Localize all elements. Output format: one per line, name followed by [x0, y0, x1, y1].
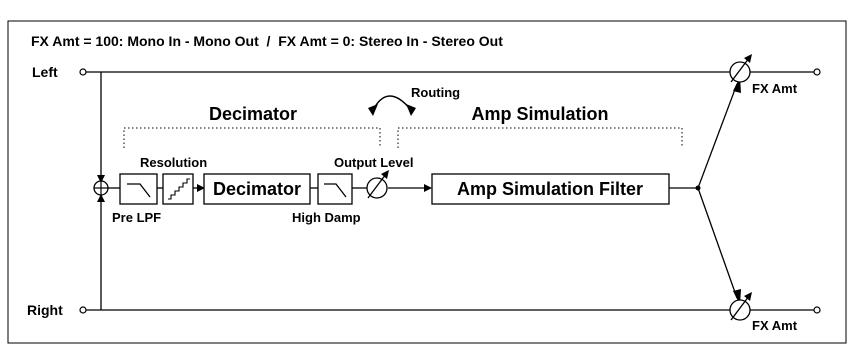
split-to-bottom: [697, 187, 738, 299]
right-feed-arrowhead: [97, 194, 105, 202]
diagram-frame: [7, 20, 847, 344]
fx-amt-gain-top: [729, 54, 752, 83]
amp-simulation-filter-block: Amp Simulation Filter: [431, 173, 670, 205]
right-input-terminal: [79, 306, 87, 314]
high-damp-block: [317, 173, 353, 205]
fx-amt-top-label: FX Amt: [752, 81, 798, 96]
variable-gain-icon: [730, 295, 750, 321]
split-to-top: [697, 83, 738, 189]
decimator-section-label: Decimator: [209, 104, 297, 124]
routing-swap-arrow-icon: [368, 95, 416, 116]
pre-lpf-block: [119, 173, 158, 205]
staircase-quantize-icon: [168, 178, 190, 200]
amp-simulation-filter-label: Amp Simulation Filter: [457, 179, 643, 199]
resolution-block: [162, 173, 194, 205]
decimator-block: Decimator: [203, 173, 311, 205]
decimator-block-label: Decimator: [213, 179, 301, 199]
pre-lpf-label: Pre LPF: [112, 210, 161, 225]
output-terminal-icon: [813, 306, 821, 314]
right-input-label: Right: [27, 302, 63, 318]
amp-simulation-section-label: Amp Simulation: [471, 104, 608, 124]
variable-gain-icon: [367, 173, 387, 199]
decimator-section-bracket: [123, 127, 381, 148]
mode-caption: FX Amt = 100: Mono In - Mono Out / FX Am…: [31, 33, 503, 49]
amp-simulation-section-bracket: [397, 127, 683, 148]
output-level-label: Output Level: [334, 155, 413, 170]
left-input-label: Left: [32, 64, 58, 80]
variable-gain-icon: [730, 57, 750, 83]
output-terminal-icon: [813, 68, 821, 76]
left-input-terminal: [79, 68, 87, 76]
left-feed-arrowhead: [97, 175, 105, 183]
lowpass-filter-icon: [127, 183, 151, 198]
lowpass-filter-icon: [324, 183, 347, 198]
routing-label: Routing: [411, 85, 460, 100]
high-damp-label: High Damp: [292, 210, 361, 225]
fx-amt-gain-bottom: [729, 292, 752, 321]
summing-junction-icon: [93, 180, 109, 196]
resolution-label: Resolution: [140, 155, 207, 170]
fx-amt-bottom-label: FX Amt: [752, 318, 798, 333]
output-level-gain: [366, 170, 389, 199]
